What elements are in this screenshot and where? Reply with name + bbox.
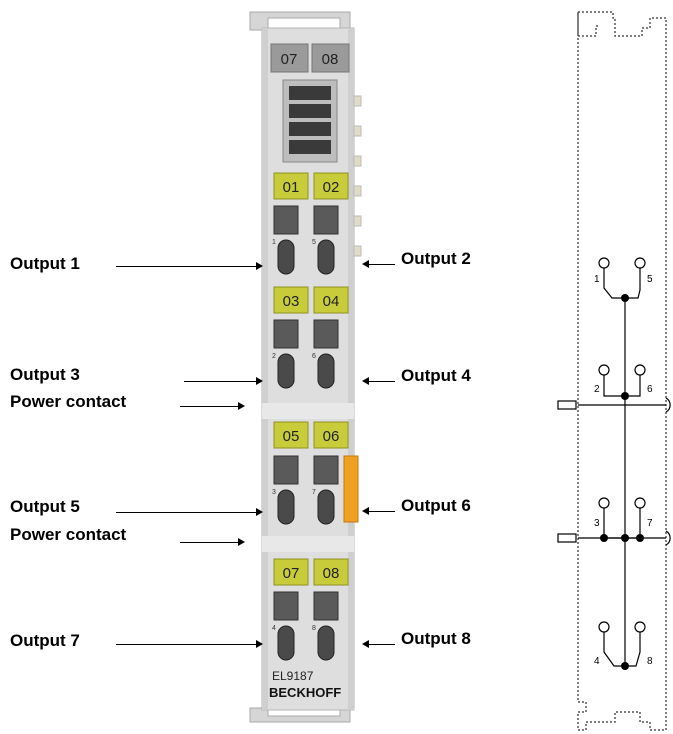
label-power-contact-1: Power contact <box>10 392 127 411</box>
module-left-edge <box>262 28 268 710</box>
module-divider-1 <box>262 403 354 419</box>
schematic-junctions <box>600 294 644 670</box>
orange-tab <box>343 455 359 523</box>
led-label-07: 07 <box>283 565 300 582</box>
leader-output-6 <box>369 511 395 512</box>
top-led-block <box>270 43 350 73</box>
led-label-05: 05 <box>283 428 300 445</box>
arrow-output-2 <box>362 260 369 268</box>
schematic-term-7: 7 <box>647 518 653 529</box>
channel-group-2 <box>273 286 349 389</box>
schematic-term-6: 6 <box>647 384 653 395</box>
arrow-output-1 <box>256 262 263 270</box>
channel-group-1 <box>273 172 349 275</box>
leader-power-contact-1 <box>180 406 238 407</box>
label-output-4: Output 4 <box>401 366 471 385</box>
label-output-2: Output 2 <box>401 249 471 268</box>
module-term-6: 6 <box>312 353 316 360</box>
arrow-output-8 <box>362 640 369 648</box>
module-term-7: 7 <box>312 489 316 496</box>
module-term-3: 3 <box>272 489 276 496</box>
module-term-1: 1 <box>272 239 276 246</box>
leader-output-2 <box>369 264 395 265</box>
label-output-6: Output 6 <box>401 496 471 515</box>
module-right-edge <box>348 28 354 710</box>
brand-logo: BECKHOFF <box>269 685 341 700</box>
top-led-label-1: 07 <box>281 51 298 68</box>
arrow-output-4 <box>362 377 369 385</box>
led-label-04: 04 <box>323 293 340 310</box>
schematic-outline <box>577 11 667 731</box>
leader-power-contact-2 <box>180 542 238 543</box>
top-led-label-2: 08 <box>322 51 339 68</box>
top-latch <box>249 11 351 31</box>
module-term-4: 4 <box>272 625 276 632</box>
leader-output-3 <box>184 381 256 382</box>
module-term-2: 2 <box>272 353 276 360</box>
leader-output-1 <box>116 266 256 267</box>
schematic-wiring <box>578 257 666 667</box>
schematic-term-1: 1 <box>594 274 600 285</box>
side-contacts <box>353 95 362 257</box>
model-label: EL9187 <box>272 669 314 683</box>
schematic-term-3: 3 <box>594 518 600 529</box>
led-label-08: 08 <box>323 565 340 582</box>
channel-group-3 <box>273 421 349 525</box>
arrow-power-contact-2 <box>238 538 245 546</box>
led-label-06: 06 <box>323 428 340 445</box>
arrow-power-contact-1 <box>238 402 245 410</box>
schematic-term-8: 8 <box>647 656 653 667</box>
bargraph-window <box>282 79 338 163</box>
schematic-power-contacts <box>557 397 671 546</box>
label-output-7: Output 7 <box>10 631 80 650</box>
module-divider-2 <box>262 536 354 552</box>
schematic-term-5: 5 <box>647 274 653 285</box>
leader-output-8 <box>369 644 395 645</box>
channel-group-4 <box>273 558 349 661</box>
label-output-3: Output 3 <box>10 365 80 384</box>
schematic-term-4: 4 <box>594 656 600 667</box>
label-output-8: Output 8 <box>401 629 471 648</box>
label-power-contact-2: Power contact <box>10 525 127 544</box>
leader-output-4 <box>369 381 395 382</box>
leader-output-5 <box>116 512 256 513</box>
schematic-term-2: 2 <box>594 384 600 395</box>
arrow-output-5 <box>256 508 263 516</box>
led-label-03: 03 <box>283 293 300 310</box>
arrow-output-6 <box>362 507 369 515</box>
module-term-5: 5 <box>312 239 316 246</box>
label-output-5: Output 5 <box>10 497 80 516</box>
arrow-output-3 <box>256 377 263 385</box>
label-output-1: Output 1 <box>10 254 80 273</box>
leader-output-7 <box>116 644 256 645</box>
arrow-output-7 <box>256 640 263 648</box>
led-label-02: 02 <box>323 179 340 196</box>
module-term-8: 8 <box>312 625 316 632</box>
led-label-01: 01 <box>283 179 300 196</box>
